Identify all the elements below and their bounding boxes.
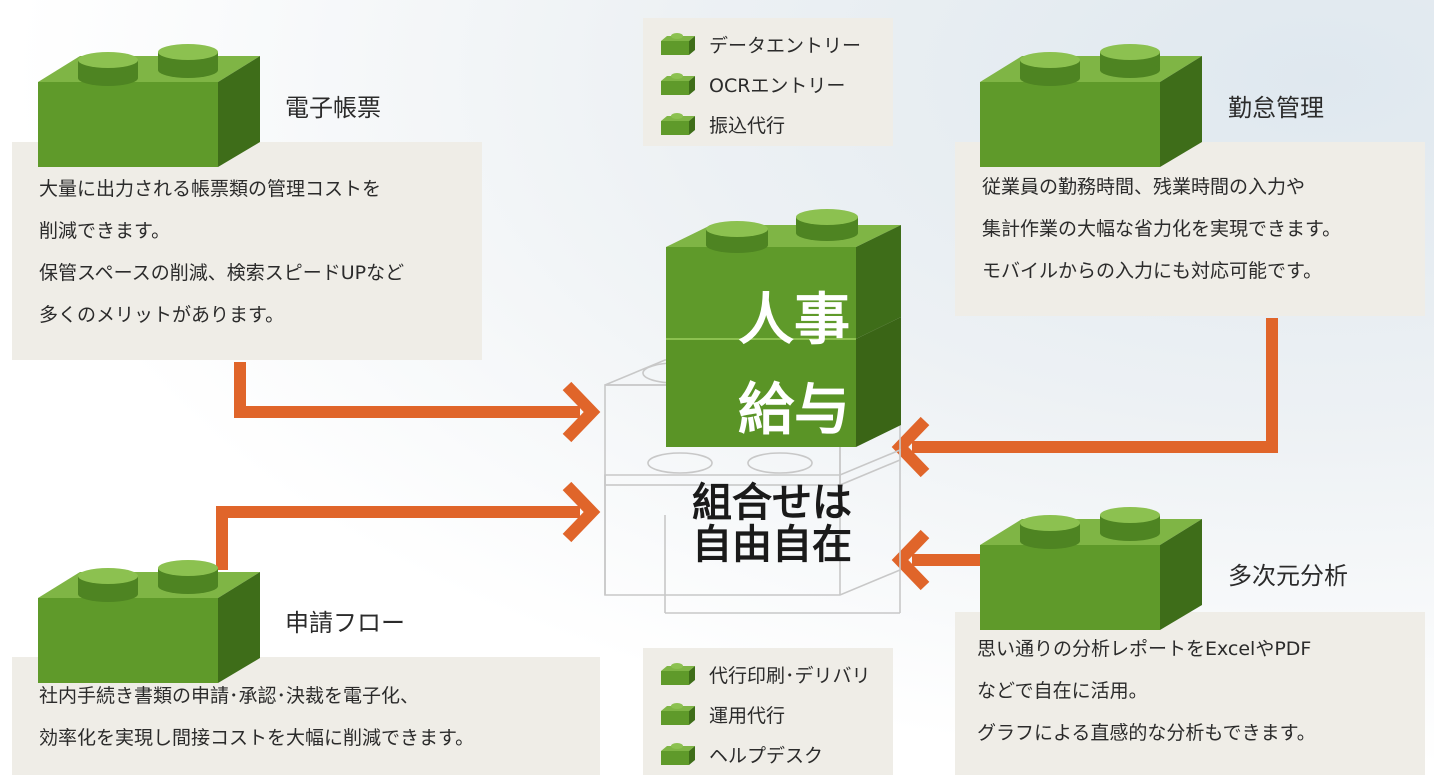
green-brick-icon (661, 113, 695, 135)
service-label: 代行印刷･デリバリ (709, 664, 871, 687)
kintai-line-1: 従業員の勤務時間、残業時間の入力や (982, 176, 1306, 198)
kintai-title: 勤怠管理 (1228, 94, 1324, 122)
shinsei-line-2: 効率化を実現し間接コストを大幅に削減できます。 (39, 727, 475, 749)
block-label-kyuyo: 給与 (738, 378, 850, 443)
list-item: 代行印刷･デリバリ (659, 654, 893, 694)
service-label: 振込代行 (709, 114, 786, 137)
arrowhead-shinsei (562, 481, 601, 543)
tajigen-title: 多次元分析 (1228, 562, 1348, 590)
tajigen-line-3: グラフによる直感的な分析もできます。 (977, 722, 1316, 744)
arrow-kintai (912, 318, 1278, 453)
kintai-brick-icon (980, 44, 1202, 167)
shinsei-brick-icon (38, 560, 260, 683)
green-brick-icon (661, 663, 695, 685)
list-item: ヘルプデスク (659, 734, 893, 774)
center-brick-stack (666, 209, 901, 447)
list-item: 振込代行 (659, 104, 893, 144)
denshi-line-4: 多くのメリットがあります。 (39, 304, 285, 326)
denshi-line-2: 削減できます。 (39, 220, 171, 242)
tajigen-line-2: などで自在に活用。 (977, 680, 1148, 702)
denshi-line-3: 保管スペースの削減、検索スピードUPなど (39, 262, 405, 284)
shinsei-title: 申請フロー (285, 609, 405, 637)
services-top-panel: データエントリー OCRエントリー 振込代行 (643, 18, 893, 146)
green-brick-icon (661, 703, 695, 725)
denshi-title: 電子帳票 (285, 94, 381, 122)
list-item: OCRエントリー (659, 64, 893, 104)
tagline-line-2: 自由自在 (692, 522, 852, 568)
service-label: データエントリー (709, 34, 862, 57)
arrowhead-denshi (562, 381, 601, 443)
tagline-line-1: 組合せは (692, 480, 852, 526)
denshi-brick-icon (38, 44, 260, 167)
green-brick-icon (661, 33, 695, 55)
list-item: 運用代行 (659, 694, 893, 734)
kintai-line-2: 集計作業の大幅な省力化を実現できます。 (982, 218, 1342, 240)
tajigen-line-1: 思い通りの分析レポートをExcelやPDF (977, 638, 1312, 660)
kintai-panel: 従業員の勤務時間、残業時間の入力や 集計作業の大幅な省力化を実現できます。 モバ… (955, 142, 1425, 316)
block-label-jinji: 人事 (738, 288, 850, 353)
denshi-line-1: 大量に出力される帳票類の管理コストを (39, 178, 382, 200)
arrow-denshi (234, 362, 580, 418)
arrow-shinsei (216, 506, 580, 570)
green-brick-icon (661, 73, 695, 95)
denshi-panel: 大量に出力される帳票類の管理コストを 削減できます。 保管スペースの削減、検索ス… (12, 142, 482, 360)
tajigen-brick-icon (980, 507, 1202, 630)
list-item: データエントリー (659, 24, 893, 64)
kintai-line-3: モバイルからの入力にも対応可能です。 (982, 260, 1323, 282)
service-label: OCRエントリー (709, 74, 846, 97)
tajigen-panel: 思い通りの分析レポートをExcelやPDF などで自在に活用。 グラフによる直感… (955, 612, 1425, 775)
green-brick-icon (661, 743, 695, 765)
service-label: 運用代行 (709, 704, 786, 727)
service-label: ヘルプデスク (709, 744, 824, 767)
services-bottom-panel: 代行印刷･デリバリ 運用代行 ヘルプデスク (643, 648, 893, 775)
shinsei-line-1: 社内手続き書類の申請･承認･決裁を電子化、 (39, 685, 420, 707)
